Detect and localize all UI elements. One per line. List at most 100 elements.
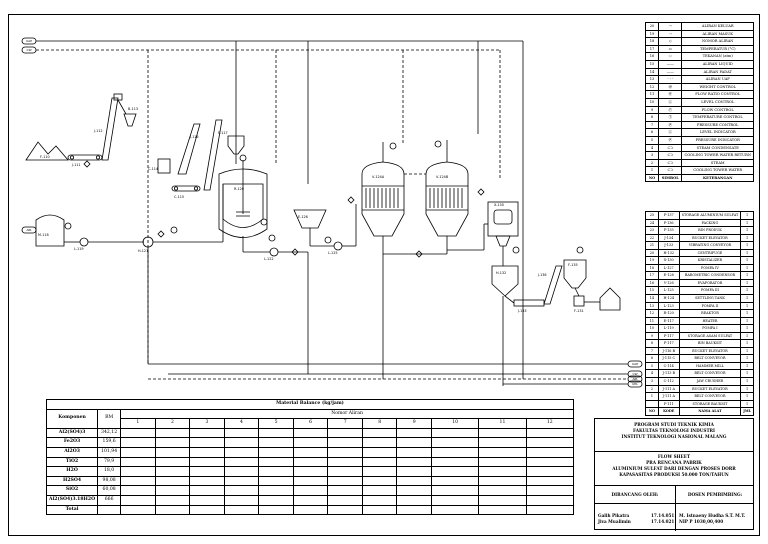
equipment-no: 7 xyxy=(645,346,659,356)
equipment-no: 3 xyxy=(645,377,659,386)
equipment-qty: 1 xyxy=(740,361,754,371)
designer-nim-1: 17.14.051 xyxy=(651,513,675,518)
mb-title-row: Material Balance (kg/jam) xyxy=(46,399,574,410)
mb-molar-mass: 101,94 xyxy=(97,446,122,458)
equipment-code: E-117 xyxy=(657,316,680,326)
mb-title: Material Balance (kg/jam) xyxy=(46,399,574,410)
mb-molar-mass: 666 xyxy=(97,494,122,506)
mb-cell xyxy=(120,504,156,516)
equipment-qty: 1 xyxy=(740,354,754,363)
equipment-no: 21 xyxy=(645,241,659,250)
legend-row: 19⇢ALIRAN MASUK xyxy=(644,29,754,39)
designer-name-1: Galih Pikatra xyxy=(598,513,630,518)
legend-row: 17▭TEMPERATUR (°C) xyxy=(644,44,754,54)
equipment-qty: 1 xyxy=(740,248,754,258)
mb-cell xyxy=(431,427,480,439)
equipment-code: J-134 xyxy=(657,233,680,243)
reactor-jacket xyxy=(218,168,268,238)
legend-description: STEAM xyxy=(681,158,754,168)
equipment-code: L-125 xyxy=(657,286,680,295)
mb-cell xyxy=(189,504,225,516)
legend-no: 8 xyxy=(644,113,660,122)
mb-cell xyxy=(431,437,480,448)
equipment-name: POMPA IV xyxy=(678,263,742,273)
legend-symbol-icon: → xyxy=(658,22,683,31)
mb-cell xyxy=(120,437,156,448)
mb-cell xyxy=(120,466,156,477)
designer-header: DIRANCANG OLEH: xyxy=(611,492,659,497)
legend-no: 5 xyxy=(644,135,660,145)
mb-cell xyxy=(189,475,225,487)
equipment-code: L-123 xyxy=(657,301,680,311)
legend-symbol-icon: - - - xyxy=(658,75,683,84)
mb-row: Total xyxy=(45,504,575,516)
mb-cell xyxy=(525,504,575,516)
legend-description: FLOW CONTROL xyxy=(681,105,754,115)
legend-row: 14——ALIRAN PADAT xyxy=(644,67,754,77)
equipment-code: P-136 xyxy=(657,218,680,228)
stream-label-upl-out: UPL xyxy=(632,382,638,386)
equipment-name: HAMMER MILL xyxy=(678,361,742,371)
process-flow-diagram: UAP CW AIR UAP CW AIR UPL F-110 J-111 J-… xyxy=(21,37,643,388)
advisor-header: DOSEN PEMBIMBING: xyxy=(687,492,743,497)
legend-row: 18◇NOMOR ALIRAN xyxy=(644,37,754,46)
equipment-qty: 1 xyxy=(740,256,754,265)
mb-cell xyxy=(292,504,329,516)
plant-label: PRA RENCANA PABRIK xyxy=(646,460,702,465)
stream-label-cw-in: CW xyxy=(26,48,31,52)
bin-produk xyxy=(563,259,587,289)
mb-component: H2SO4 xyxy=(45,475,99,487)
tag-m118: M-118 xyxy=(38,233,49,237)
mb-cell xyxy=(258,446,294,458)
mb-cell xyxy=(223,494,260,506)
legend-description: TEKANAN (atm) xyxy=(681,52,754,61)
mb-component: Fe2O3 xyxy=(45,437,99,448)
mb-component: H2O xyxy=(45,466,99,477)
equipment-name: POMPA III xyxy=(678,286,742,295)
legend-no: 4 xyxy=(644,143,660,153)
tag-c114: C-114 xyxy=(148,167,158,171)
legend-no: 13 xyxy=(644,75,660,84)
mb-cell xyxy=(478,427,527,439)
legend-description: ALIRAN MASUK xyxy=(681,29,754,39)
legend-no: 12 xyxy=(644,82,660,92)
equipment-no: 9 xyxy=(645,331,659,341)
mb-cell xyxy=(292,446,329,458)
bucket-elevator-j136 xyxy=(543,265,563,305)
equipment-qty: 1 xyxy=(740,241,754,250)
mb-cell xyxy=(327,427,363,439)
mb-cell xyxy=(396,427,433,439)
program-label: PROGRAM STUDI TEKNIK KIMIA xyxy=(634,422,714,427)
equipment-qty: 1 xyxy=(740,263,754,273)
legend-row: 13- - -ALIRAN UAP xyxy=(644,75,754,84)
mb-stream-number: 2 xyxy=(154,418,191,429)
legend-description: COOLING TOWER WATER RETURN xyxy=(681,151,754,160)
mb-cell xyxy=(361,504,398,516)
equipment-qty: 1 xyxy=(740,324,754,333)
equipment-qty: 1 xyxy=(740,399,754,409)
legend-description: LEVEL CONTROL xyxy=(681,97,754,107)
tag-f131: F-131 xyxy=(574,309,584,313)
mb-cell xyxy=(396,494,433,506)
legend-no: 19 xyxy=(644,29,660,39)
mb-cell xyxy=(396,485,433,496)
tag-l125: L-125 xyxy=(328,251,338,255)
mb-stream-number: 6 xyxy=(292,418,329,429)
equipment-code: C-112 xyxy=(657,377,680,386)
equipment-code: E-128 xyxy=(657,271,680,280)
legend-symbol-icon: Ⓟ xyxy=(658,120,683,130)
